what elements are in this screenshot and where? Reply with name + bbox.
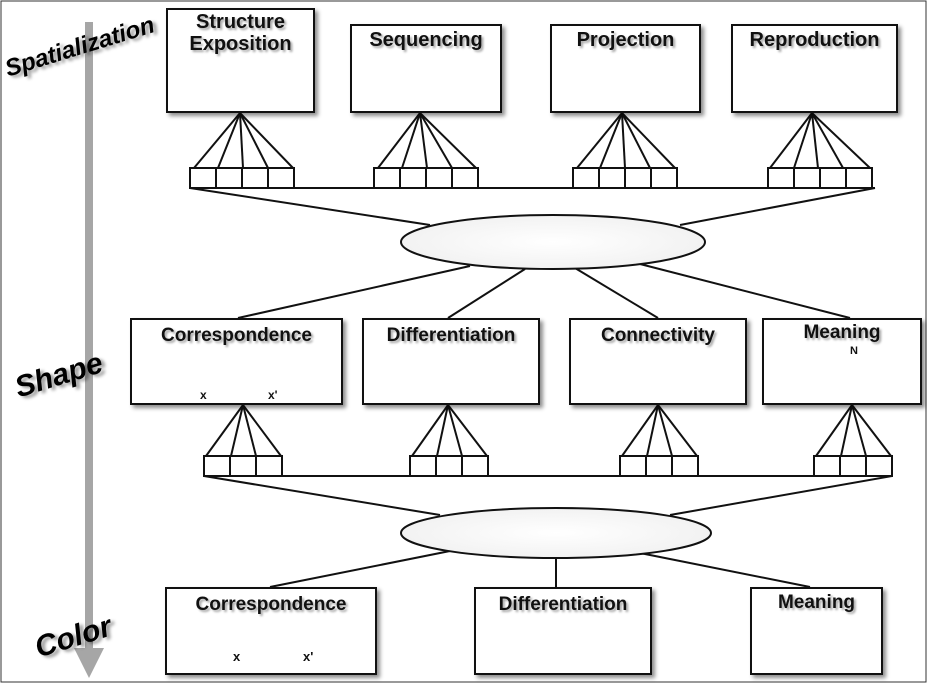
box-title-line1: Structure [196,11,285,33]
box-color-meaning: Meaning [750,587,883,675]
label-x-prime: x' [303,649,314,664]
box-title: Meaning [803,322,881,343]
box-title: Sequencing [369,29,483,51]
box-color-correspondence: Correspondence x x' [165,587,377,675]
level2-connectors [203,404,893,588]
box-reproduction: Reproduction [731,24,898,113]
spatialization-merge-node [400,214,706,270]
shape-merge-node [400,507,712,559]
box-title: Projection [576,29,675,51]
box-title: Correspondence [195,594,347,615]
level2-feature-squares [203,455,893,477]
box-projection: Projection [550,24,701,113]
box-title: Meaning [777,592,856,613]
label-x: x [200,388,207,402]
box-sequencing: Sequencing [350,24,502,113]
box-color-differentiation: Differentiation [474,587,652,675]
box-title: Differentiation [386,325,516,346]
progression-arrow [74,22,104,678]
box-shape-correspondence: Correspondence x x' [130,318,343,405]
box-title-line2: Exposition [189,33,292,55]
box-title: Correspondence [161,325,312,346]
box-shape-differentiation: Differentiation [362,318,540,405]
box-title: Reproduction [749,29,880,51]
box-structure-exposition: Structure Exposition [166,8,315,113]
box-shape-connectivity: Connectivity [569,318,747,405]
label-x-prime: x' [268,388,278,402]
label-x: x [233,649,241,664]
level1-connectors [189,112,876,319]
box-title: Differentiation [498,594,628,615]
box-shape-meaning: Meaning N [762,318,922,405]
compass-north-label: N [850,345,858,357]
level1-feature-squares [189,167,873,189]
box-title: Connectivity [600,325,716,346]
